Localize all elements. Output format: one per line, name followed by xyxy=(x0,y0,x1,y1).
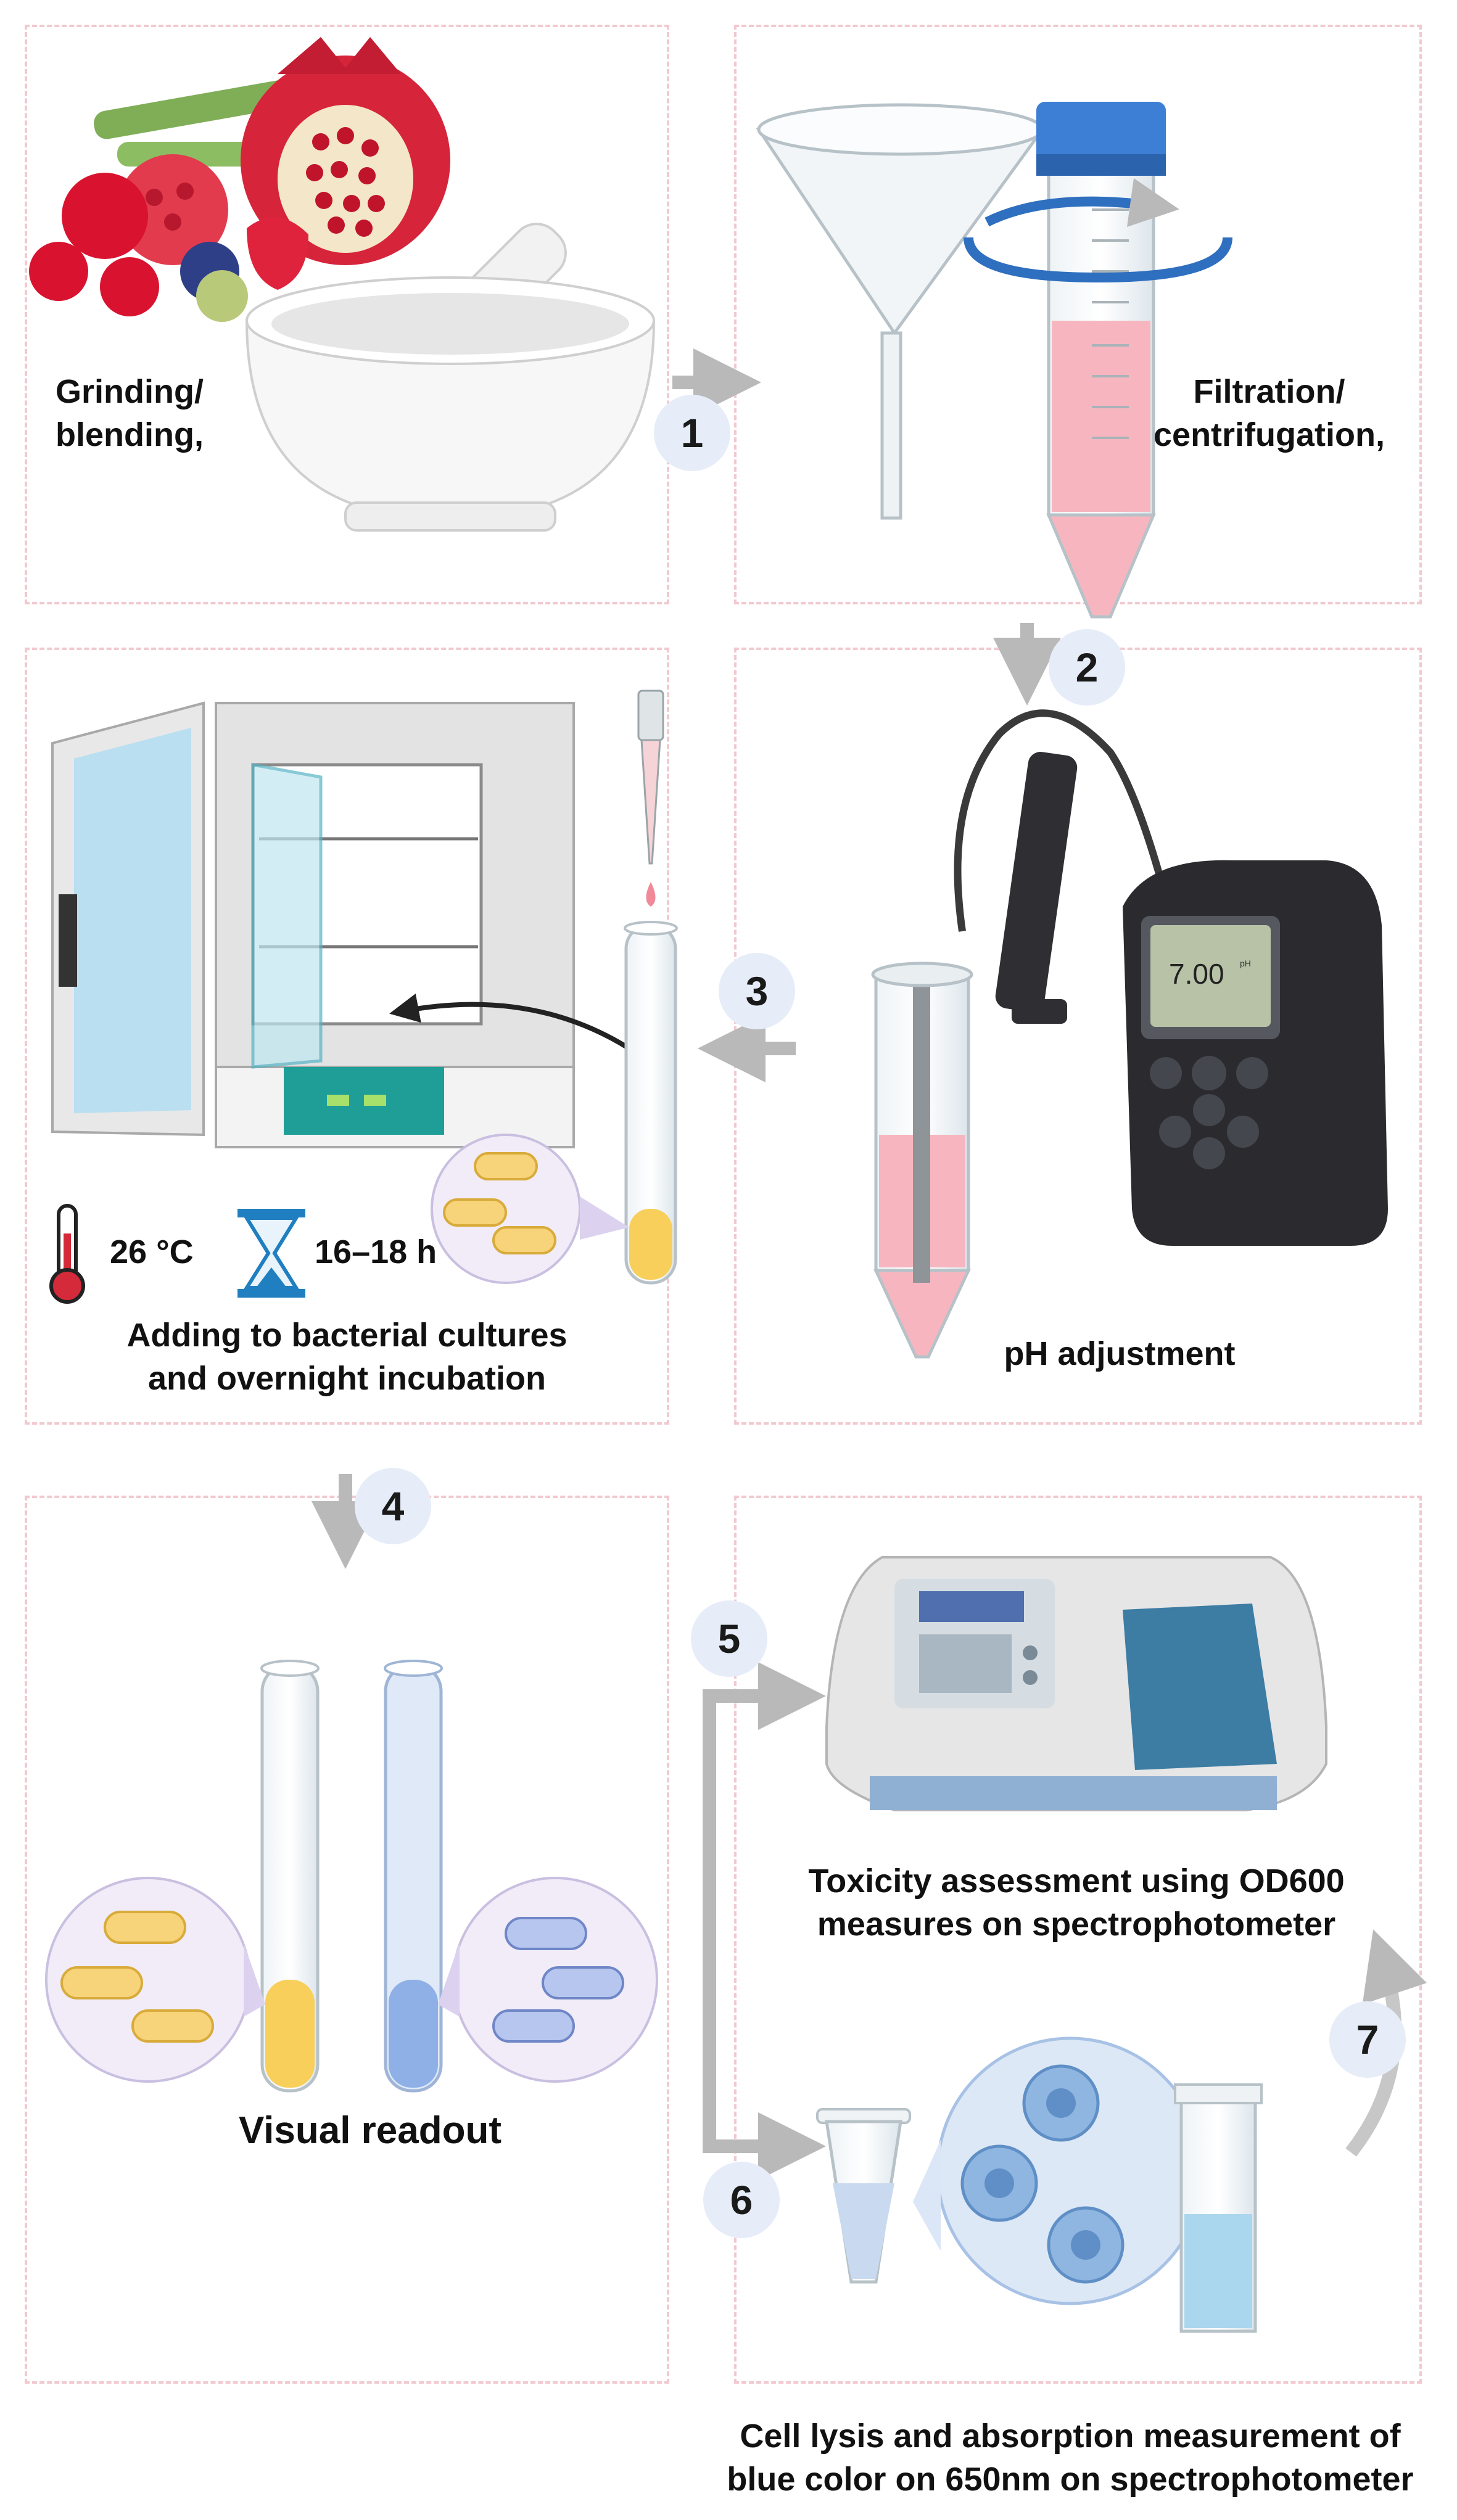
grinding-label-line1: Grinding/ xyxy=(56,373,204,410)
temperature-label: 26 °C xyxy=(110,1233,194,1270)
hourglass-icon xyxy=(237,1209,305,1298)
filtration-label-line2: centrifugation, xyxy=(1154,416,1385,453)
lysis-label: Cell lysis and absorption measurement of… xyxy=(694,2415,1447,2501)
fruit-illustration xyxy=(29,37,450,322)
yellow-readout-tube xyxy=(260,1660,320,2093)
filtration-label-line1: Filtration/ xyxy=(1193,373,1345,410)
thermometer-icon xyxy=(49,1204,85,1304)
microcentrifuge-tube xyxy=(816,2108,911,2284)
step-7-badge: 7 xyxy=(1329,2001,1406,2078)
falcon-tube xyxy=(964,102,1232,619)
toxicity-label: Toxicity assessment using OD600 measures… xyxy=(749,1859,1403,1946)
yellow-bacteria-zoom xyxy=(45,1877,265,2083)
funnel xyxy=(756,103,1046,520)
incubation-label-line1: Adding to bacterial cultures xyxy=(126,1317,568,1354)
spectrophotometer xyxy=(825,1556,1327,1811)
ph-meter-display: 7.00 pH xyxy=(1150,925,1271,1027)
ph-tube xyxy=(871,961,973,1359)
lysis-label-line1: Cell lysis and absorption measurement of xyxy=(740,2418,1401,2455)
step-1-badge: 1 xyxy=(654,395,730,471)
grinding-label-line2: blending, xyxy=(56,416,204,453)
ph-unit: pH xyxy=(1240,958,1251,968)
mortar-and-pestle xyxy=(245,223,656,532)
ph-adjustment-label: pH adjustment xyxy=(1004,1335,1236,1372)
lysis-label-line2: blue color on 650nm on spectrophotometer xyxy=(727,2461,1414,2498)
cuvette xyxy=(1174,2083,1263,2333)
incubator xyxy=(51,701,631,1148)
ph-meter xyxy=(954,709,1388,1246)
panel-filtration xyxy=(734,25,1422,604)
toxicity-label-line1: Toxicity assessment using OD600 xyxy=(808,1863,1345,1900)
toxicity-label-line2: measures on spectrophotometer xyxy=(817,1906,1336,1943)
duration-label: 16–18 h xyxy=(315,1233,437,1270)
bacteria-zoom-circle xyxy=(431,1134,629,1284)
blue-readout-tube xyxy=(384,1660,443,2093)
step-5-badge: 5 xyxy=(691,1600,767,1677)
step-3-badge: 3 xyxy=(719,953,795,1029)
step-4-badge: 4 xyxy=(355,1468,431,1544)
cell-lysis-zoom xyxy=(913,2036,1205,2305)
step-2-badge: 2 xyxy=(1049,629,1125,706)
pipette-and-culture-tube xyxy=(624,690,678,1285)
visual-readout-label: Visual readout xyxy=(238,2109,502,2152)
ph-reading: 7.00 xyxy=(1169,958,1224,990)
filtration-label: Filtration/ centrifugation, xyxy=(1154,370,1385,456)
panel-grinding xyxy=(25,25,669,604)
blue-bacteria-zoom xyxy=(438,1877,658,2083)
incubation-label: Adding to bacterial cultures and overnig… xyxy=(52,1314,642,1400)
grinding-label: Grinding/ blending, xyxy=(56,370,204,456)
incubation-label-line2: and overnight incubation xyxy=(148,1360,546,1397)
step-6-badge: 6 xyxy=(703,2162,780,2238)
